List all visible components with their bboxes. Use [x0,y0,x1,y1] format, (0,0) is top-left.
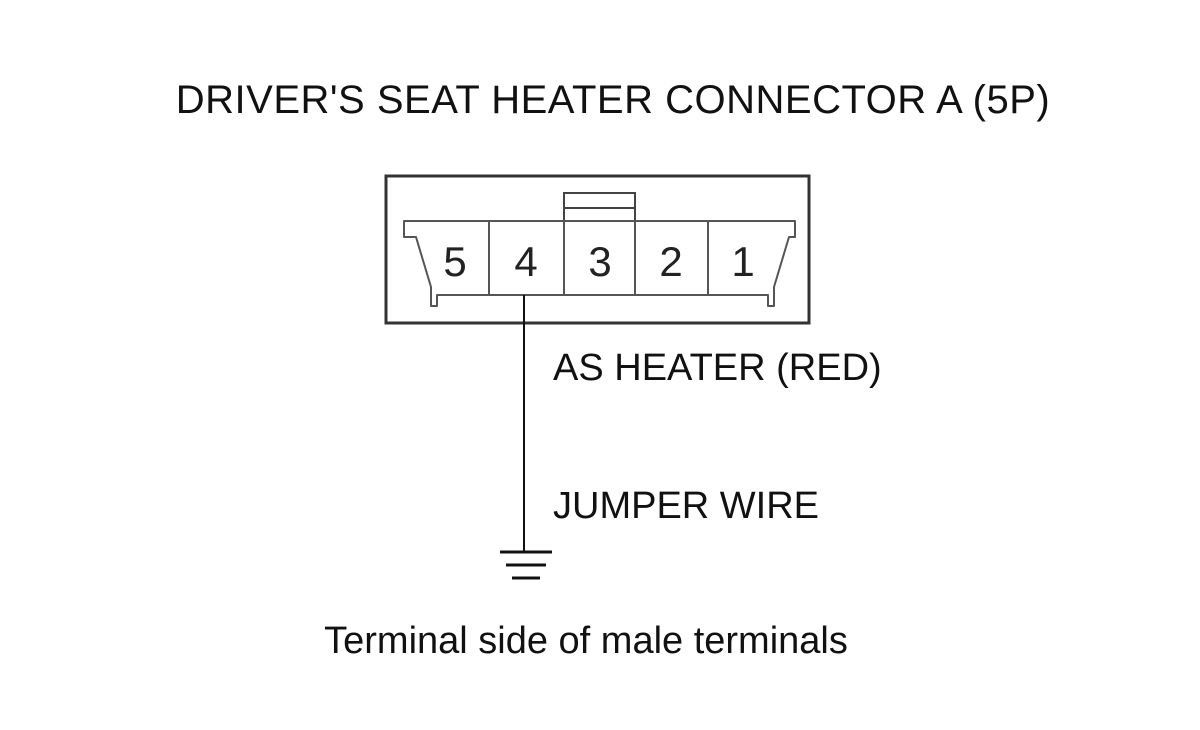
connector-cavity [403,220,796,307]
locking-tab [563,192,636,221]
pin-label: 3 [588,238,611,285]
pin-label: 4 [514,238,537,285]
diagram-title: DRIVER'S SEAT HEATER CONNECTOR A (5P) [175,78,1051,122]
pin-label: 5 [443,238,466,285]
pin-label: 1 [731,238,754,285]
wire-label: AS HEATER (RED) [553,347,882,389]
jumper-wire-label: JUMPER WIRE [553,485,819,527]
pin-dividers [488,221,709,295]
pin-label: 2 [659,238,682,285]
diagram-caption: Terminal side of male terminals [324,620,848,662]
connector-housing [384,174,811,325]
ground-icon [500,550,552,580]
